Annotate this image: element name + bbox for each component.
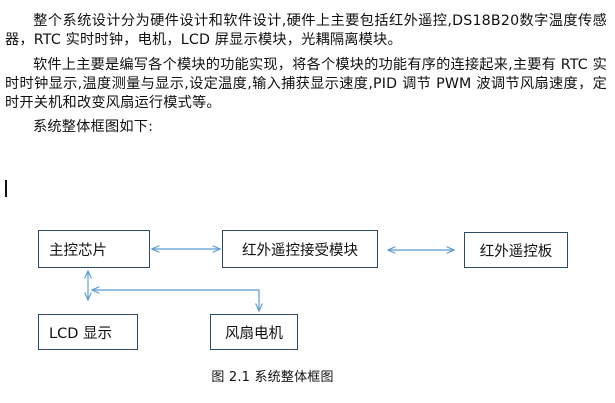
- lcd-label: LCD 显示: [49, 325, 112, 342]
- figure-caption: 图 2.1 系统整体框图: [211, 370, 334, 385]
- paragraph-software: 软件上主要是编写各个模块的功能实现，将各个模块的功能有序的连接起来,主要有 RT…: [5, 56, 607, 113]
- paragraph-software-text: 软件上主要是编写各个模块的功能实现，将各个模块的功能有序的连接起来,主要有 RT…: [5, 57, 607, 111]
- main-chip-label: 主控芯片: [49, 242, 107, 259]
- fan-motor-box: 风扇电机: [210, 314, 298, 350]
- paragraph-overview-text: 整个系统设计分为硬件设计和软件设计,硬件上主要包括红外遥控,DS18B20数字温…: [5, 13, 607, 48]
- paragraph-diagram-intro-text: 系统整体框图如下:: [33, 119, 154, 135]
- ir-remote-box: 红外遥控板: [464, 232, 568, 268]
- ir-receiver-label: 红外遥控接受模块: [242, 242, 358, 259]
- paragraph-diagram-intro: 系统整体框图如下:: [5, 118, 607, 137]
- arrow-main-fan: [92, 290, 259, 311]
- ir-remote-label: 红外遥控板: [479, 243, 553, 260]
- fan-motor-label: 风扇电机: [225, 325, 283, 342]
- lcd-box: LCD 显示: [38, 314, 138, 350]
- ir-receiver-box: 红外遥控接受模块: [222, 230, 378, 268]
- text-cursor: [5, 180, 7, 197]
- paragraph-overview: 整个系统设计分为硬件设计和软件设计,硬件上主要包括红外遥控,DS18B20数字温…: [5, 12, 607, 50]
- main-chip-box: 主控芯片: [38, 230, 150, 268]
